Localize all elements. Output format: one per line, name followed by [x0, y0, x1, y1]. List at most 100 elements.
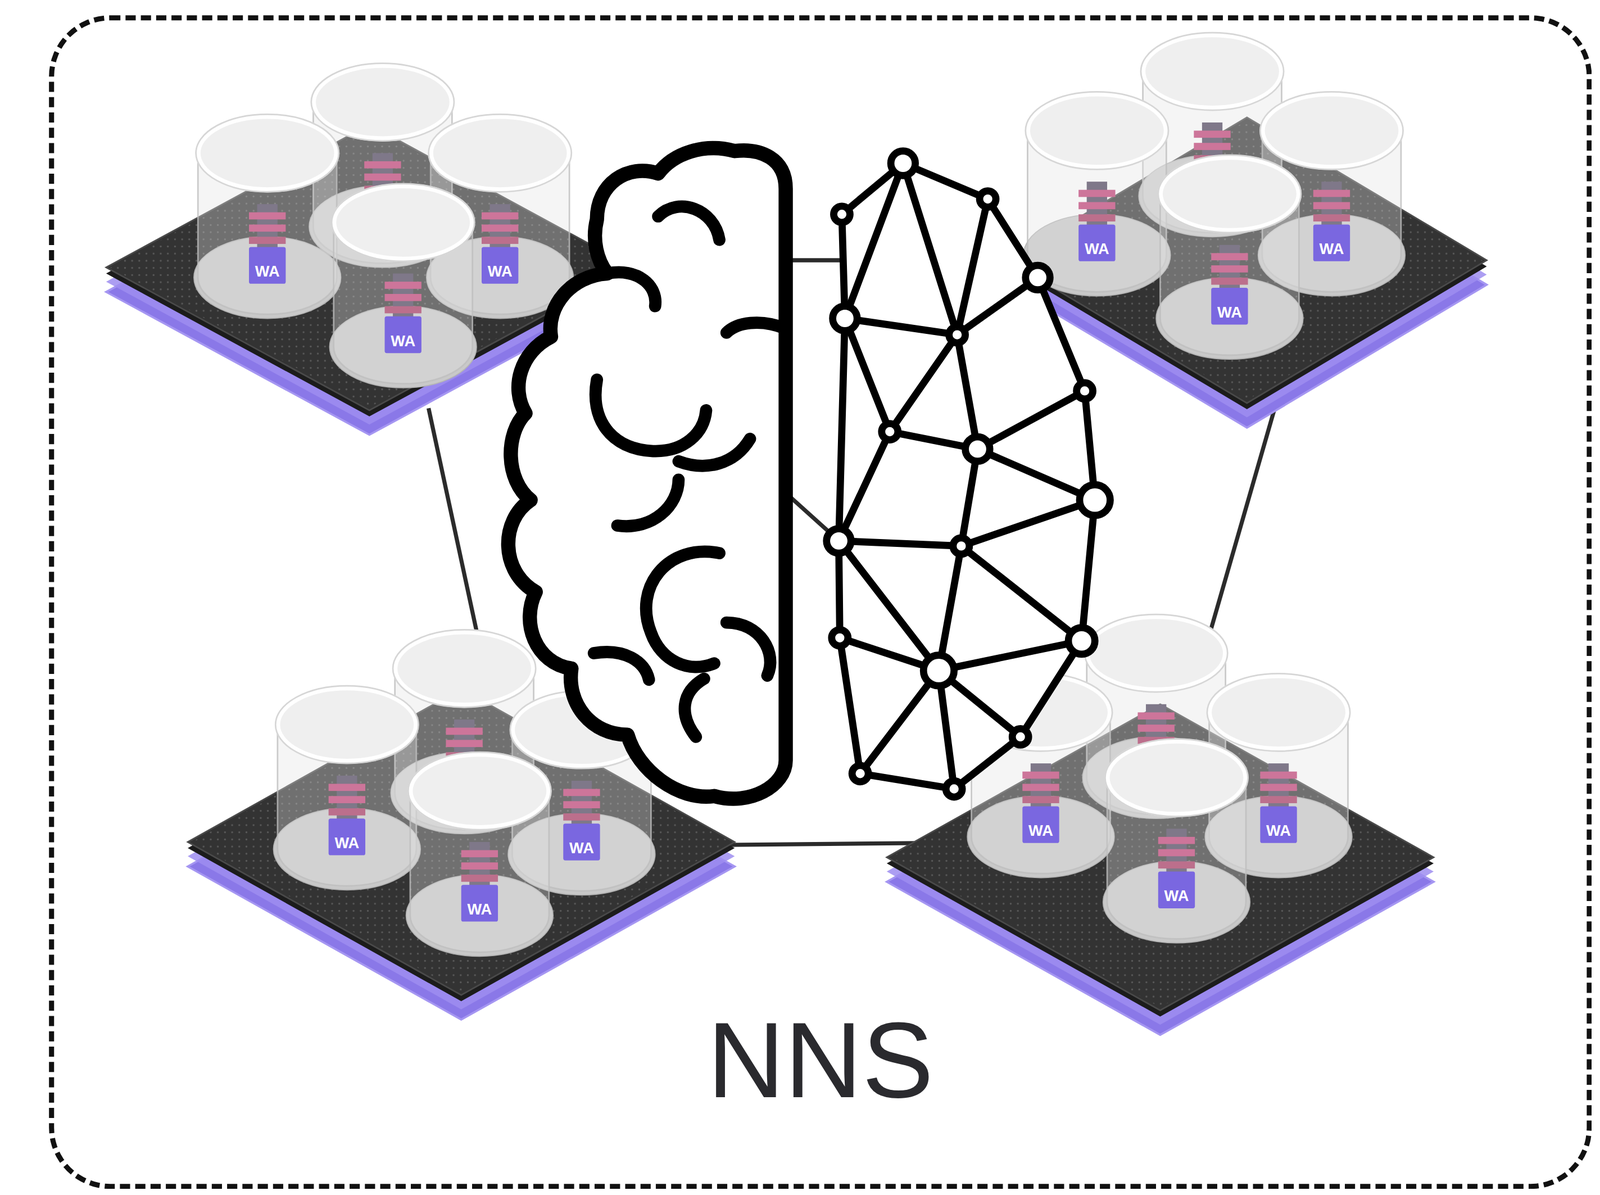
canister-lid-rim — [331, 183, 475, 262]
network-outline-fill — [838, 163, 1095, 790]
network-link — [961, 500, 1095, 547]
canister-lid-rim — [311, 63, 455, 142]
badge-label: WA — [1084, 241, 1110, 262]
subnet-platform — [1007, 32, 1487, 428]
brain-fold — [594, 651, 650, 680]
brain-fold — [678, 438, 750, 466]
network-link — [838, 540, 939, 671]
canister-badge: WA — [328, 818, 366, 855]
badge-label: WA — [1164, 887, 1190, 909]
canister-lid — [1209, 675, 1349, 750]
canister-lid — [1086, 616, 1226, 691]
network-node — [833, 206, 850, 223]
canister — [1023, 91, 1171, 296]
brain-icon — [508, 148, 1110, 799]
canister-lid — [1107, 740, 1246, 815]
network-node — [1076, 382, 1094, 400]
canister-lid — [333, 185, 473, 260]
network-node — [949, 326, 966, 343]
network-node — [881, 423, 899, 441]
network-link — [938, 640, 1082, 671]
canister-badge: WA — [1313, 224, 1350, 261]
badge-label: WA — [1266, 822, 1291, 843]
canister-lid — [197, 116, 337, 190]
canister-lid — [430, 116, 570, 190]
network-link — [838, 318, 845, 541]
network-node — [826, 528, 852, 554]
canister-lid-rim — [275, 685, 419, 764]
network-node — [832, 306, 858, 332]
network-node — [1079, 484, 1110, 515]
canister-lid — [1159, 157, 1299, 231]
brain-hemisphere — [508, 148, 786, 799]
canister-badge: WA — [1078, 224, 1115, 261]
canister-lid-rim — [1104, 739, 1248, 817]
brain-fold — [726, 622, 771, 676]
network-region: NNSWAWAWAWAWAWAWAWAWAWAWAWA — [48, 15, 1592, 1189]
canister-lid-rim — [1158, 155, 1302, 233]
network-link — [839, 637, 860, 774]
badge-label: WA — [334, 834, 360, 855]
network-link — [903, 163, 958, 335]
network-link — [844, 318, 958, 335]
subnet-link — [1204, 387, 1281, 654]
brain-fold — [595, 379, 707, 451]
canister-lid-rim — [408, 751, 551, 830]
canister — [329, 183, 477, 388]
canister — [1156, 155, 1303, 360]
network-node — [851, 765, 869, 782]
badge-label: WA — [569, 839, 595, 860]
canister-badge: WA — [461, 884, 498, 922]
canister-badge: WA — [481, 246, 519, 284]
canister-lid-rim — [428, 114, 572, 192]
canister-lid-rim — [1140, 32, 1284, 111]
network-link — [1038, 277, 1086, 392]
network-link — [938, 545, 962, 671]
network-node — [1025, 265, 1051, 290]
badge-label: WA — [467, 900, 492, 922]
network-node — [923, 655, 954, 686]
canister-badge: WA — [1158, 871, 1195, 909]
network-link — [961, 545, 1082, 641]
canister-badge: WA — [1211, 287, 1248, 325]
network-node — [965, 436, 991, 462]
canister — [406, 751, 554, 956]
canister-lid-rim — [392, 629, 536, 707]
badge-label: WA — [1217, 304, 1243, 325]
network-node — [831, 629, 849, 646]
canister-lid — [410, 754, 550, 828]
canister — [1103, 739, 1250, 944]
badge-label: WA — [1319, 241, 1345, 262]
canister — [273, 685, 421, 890]
network-link — [889, 334, 958, 432]
canister-lid-rim — [1259, 91, 1403, 170]
network-link — [977, 449, 1095, 501]
brain-fold — [726, 322, 786, 333]
region-label: NNS — [53, 1005, 1587, 1114]
brain-fold — [617, 479, 679, 527]
network-link — [860, 670, 940, 774]
badge-label: WA — [487, 263, 513, 284]
network-node — [890, 151, 916, 176]
badge-label: WA — [1028, 822, 1054, 843]
canister-lid — [395, 631, 534, 706]
brain-fold — [646, 551, 720, 667]
canister-badge: WA — [563, 823, 600, 860]
network-link — [860, 773, 955, 789]
network-link — [844, 318, 890, 432]
brain-fold — [684, 678, 704, 737]
network-node — [953, 537, 970, 555]
network-node — [1068, 627, 1095, 655]
brain-fold — [658, 206, 720, 240]
canister-lid-rim — [196, 114, 339, 192]
canister-lid-rim — [1025, 91, 1169, 170]
canister-badge: WA — [384, 316, 422, 353]
canister-lid — [313, 65, 452, 139]
canister-lid — [1143, 34, 1282, 109]
network-node — [1012, 728, 1029, 745]
network-node — [979, 191, 996, 208]
network-node — [945, 780, 963, 797]
canister-lid — [1262, 93, 1402, 168]
